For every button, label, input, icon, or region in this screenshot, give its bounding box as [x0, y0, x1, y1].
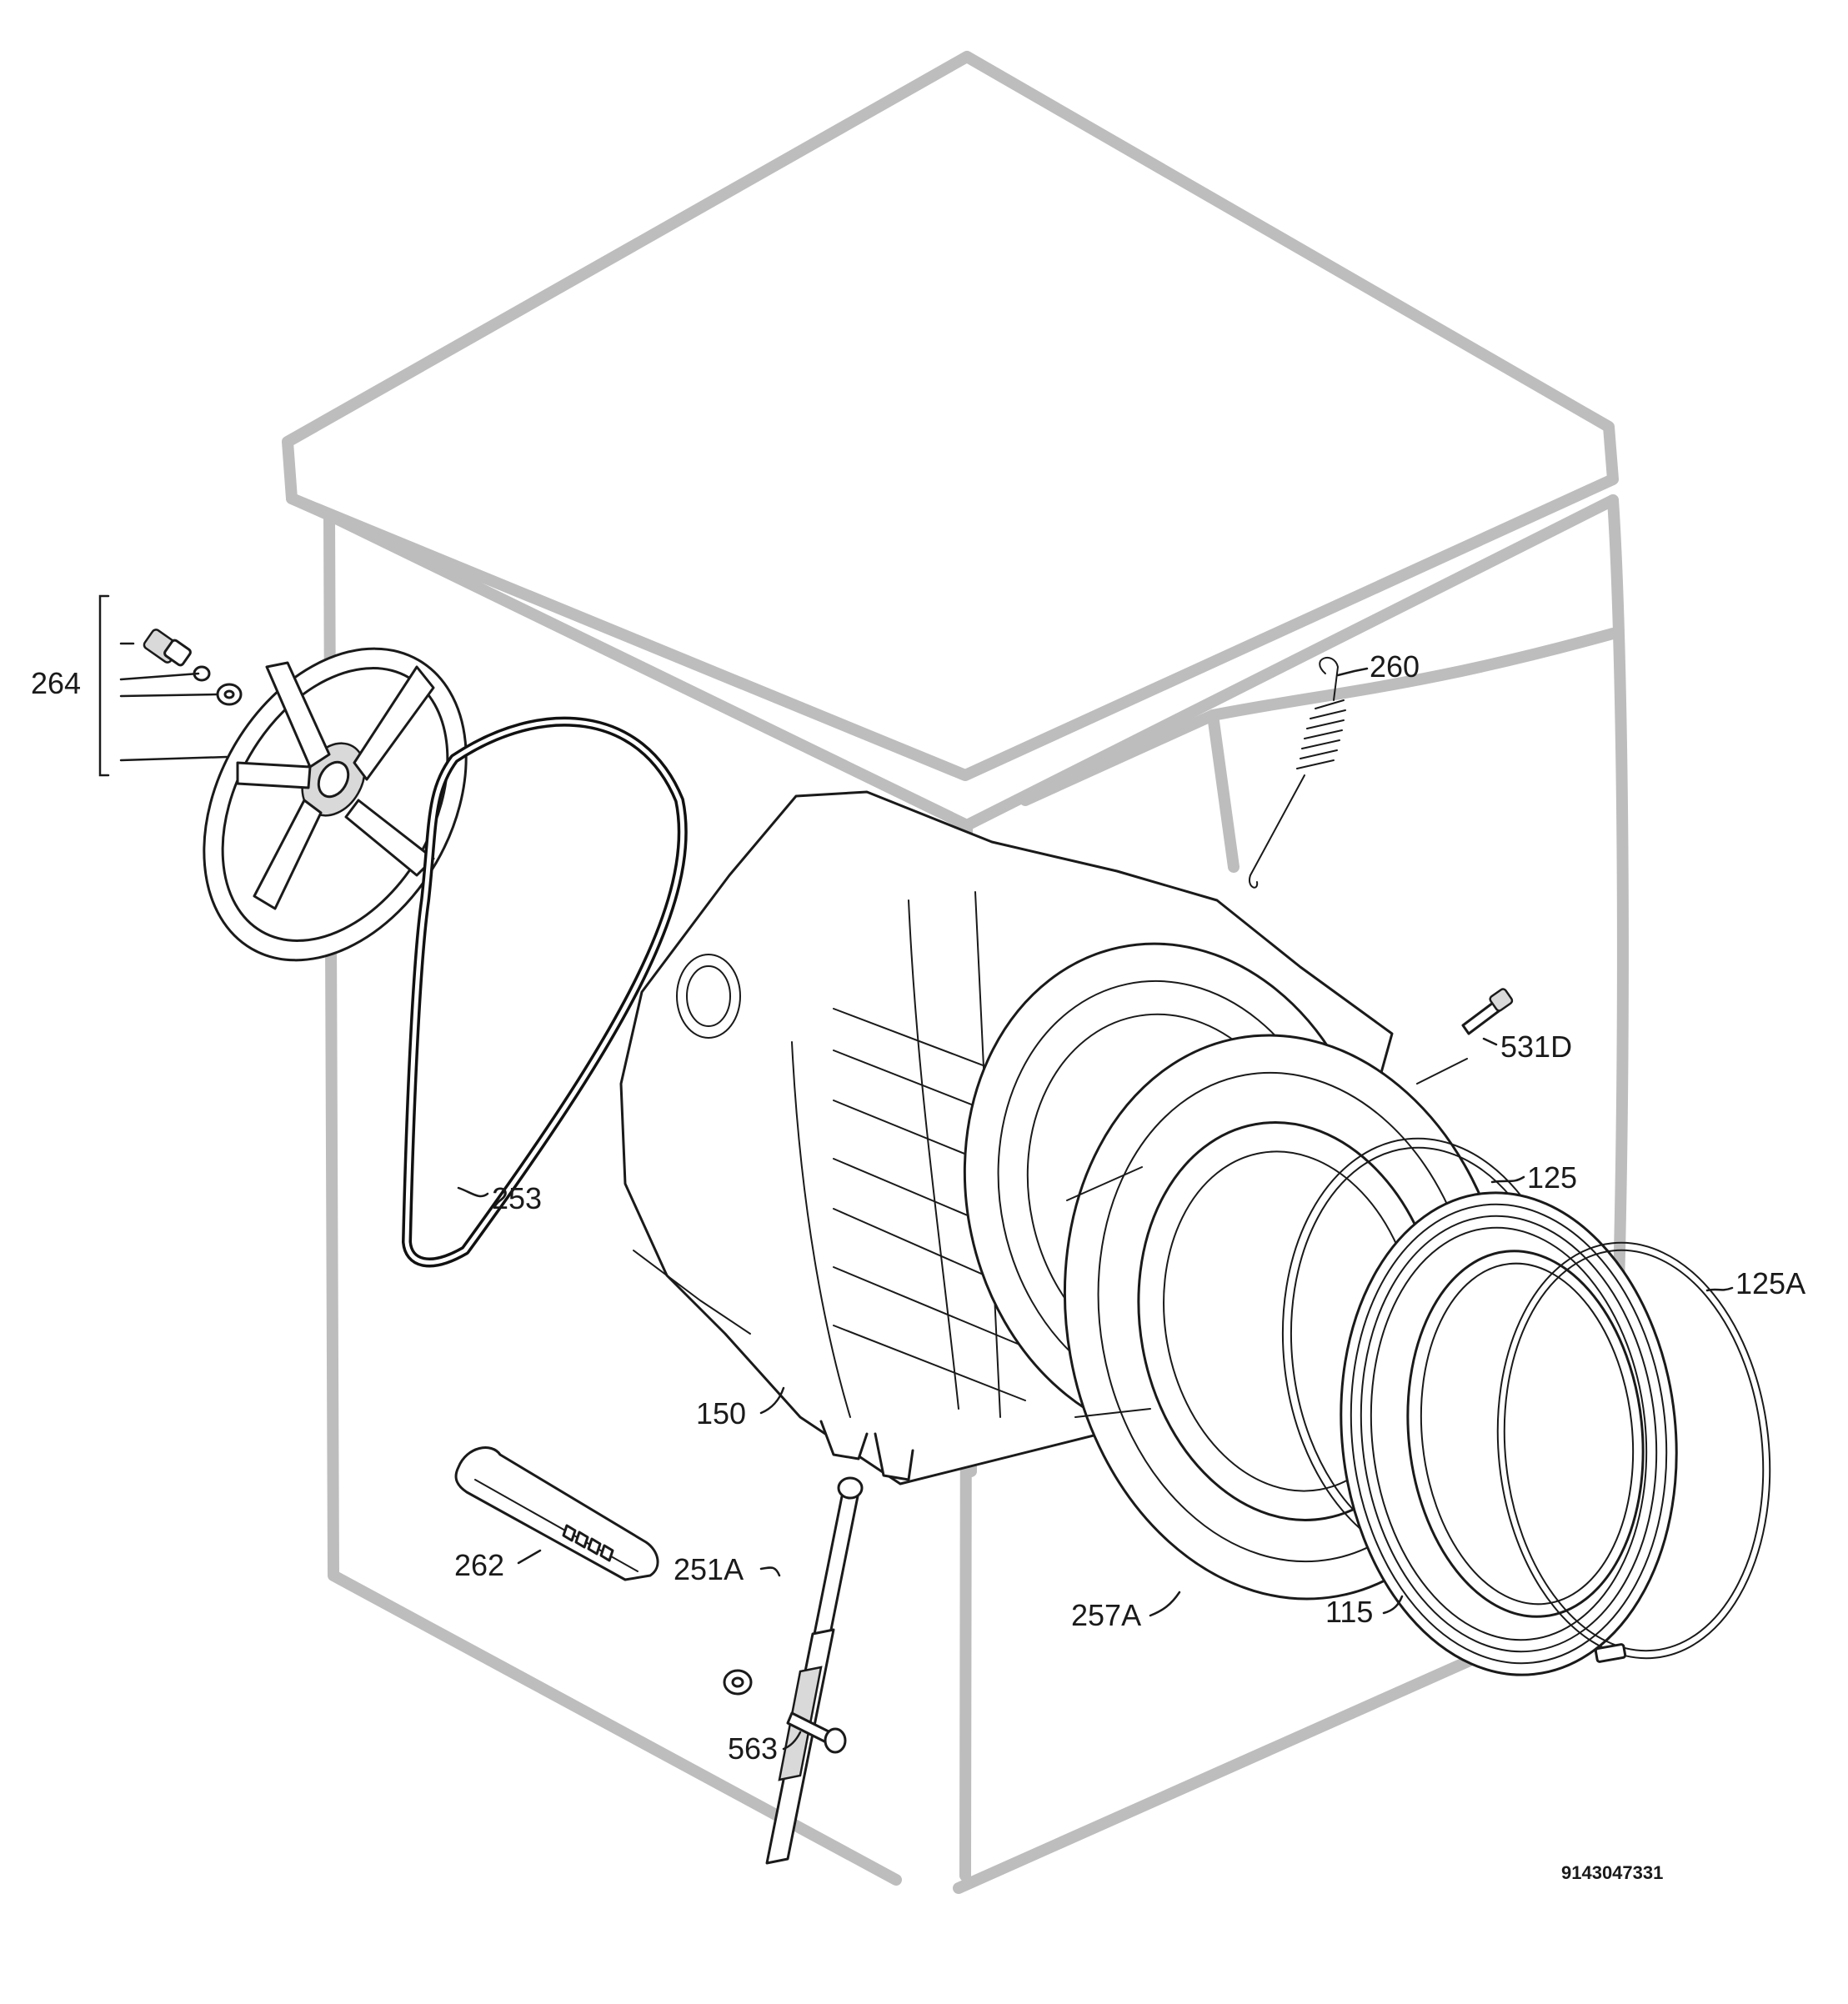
- pin-563: [786, 1711, 847, 1754]
- callout-531d: 531D: [1500, 1030, 1572, 1064]
- callout-260: 260: [1370, 649, 1420, 684]
- tub-spring: [1248, 657, 1346, 889]
- callout-257a: 257A: [1071, 1598, 1141, 1632]
- callout-262: 262: [454, 1548, 504, 1582]
- shock-absorber: [723, 1476, 864, 1865]
- outer-clamp-ring: [1496, 1241, 1771, 1663]
- document-number: 9143047331: [1561, 1862, 1663, 1883]
- callout-labels: 264 260 253 531D 125 125A 150 262 251A 2…: [31, 649, 1805, 1766]
- bolt-531d: [1461, 988, 1514, 1035]
- callout-253: 253: [492, 1181, 542, 1215]
- handle-262: [454, 1446, 659, 1581]
- callout-125a: 125A: [1735, 1266, 1805, 1300]
- pulley-fasteners: [143, 629, 243, 706]
- callout-264: 264: [31, 666, 81, 700]
- leader-lines: [457, 667, 1734, 1751]
- bracket-264: [98, 594, 228, 777]
- callout-125: 125: [1527, 1160, 1577, 1195]
- callout-251a: 251A: [674, 1552, 744, 1586]
- pulley-wheel: [203, 647, 468, 962]
- callout-115: 115: [1325, 1595, 1373, 1629]
- door-gasket: [1340, 1191, 1678, 1676]
- drive-belt: [402, 716, 688, 1268]
- callout-563: 563: [728, 1731, 778, 1766]
- callout-150: 150: [696, 1396, 746, 1430]
